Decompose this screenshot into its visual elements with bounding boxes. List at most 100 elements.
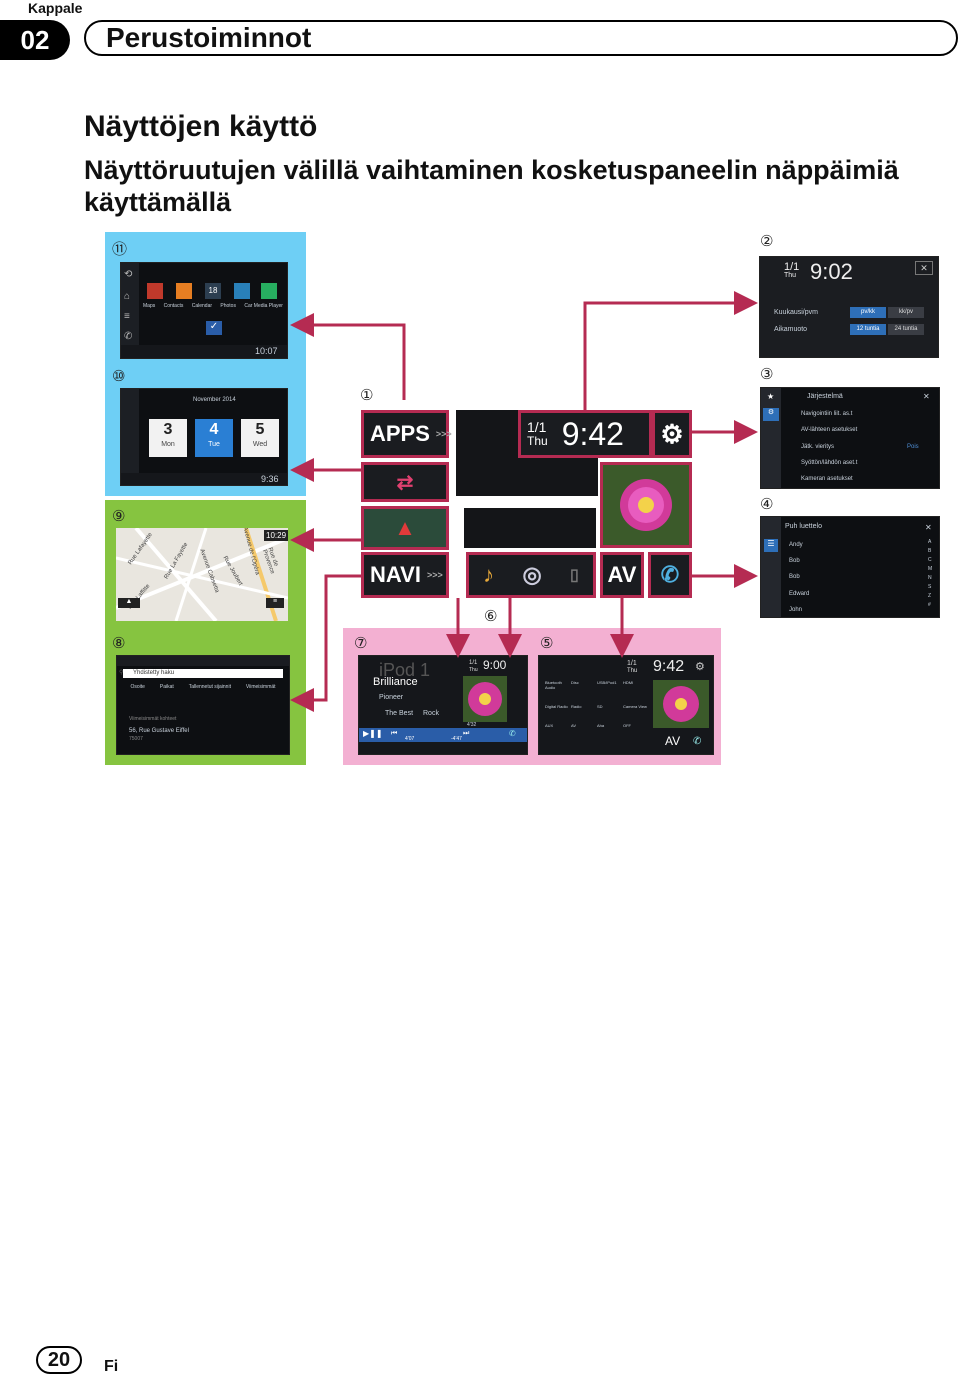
nav-menu-screen: Yhdistetty haku ⚲ Osoite Paikat Tallenne… (116, 655, 290, 755)
index-b[interactable]: B (928, 548, 932, 554)
index-a[interactable]: A (928, 539, 932, 545)
map-menu-button[interactable]: ≡ (266, 598, 284, 608)
gear-icon: ⚙ (660, 418, 684, 449)
index-m[interactable]: M (928, 566, 933, 572)
av-day: Thu (627, 668, 638, 674)
back-icon[interactable]: ⟲ (124, 269, 133, 280)
time-format-option-1[interactable]: 12 tuntia (850, 324, 886, 335)
close-icon[interactable]: ✕ (915, 261, 933, 275)
check-icon[interactable]: ✓ (206, 321, 222, 335)
index-z[interactable]: Z (928, 593, 932, 599)
play-pause-button[interactable]: ▶❚❚ (363, 729, 383, 738)
apps-key[interactable]: APPS>>> (361, 410, 452, 458)
elapsed-time: 4'07 (405, 736, 415, 742)
music-app-icon[interactable] (261, 283, 277, 299)
app-label-calendar: Calendar (191, 303, 213, 309)
calendar-day-2[interactable]: 4 Tue (195, 419, 233, 457)
contacts-tab-icon[interactable]: ☰ (764, 539, 778, 552)
calendar-day-1[interactable]: 3 Mon (149, 419, 187, 457)
phone-key[interactable]: ✆ (648, 552, 692, 598)
audio-date: 1/1 (469, 660, 478, 666)
contacts-app-icon[interactable] (176, 283, 192, 299)
date-format-option-1[interactable]: pv/kk (850, 307, 886, 318)
contact-2[interactable]: Bob (789, 558, 800, 564)
source-hdmi[interactable]: HDMI (623, 680, 634, 685)
hub-blank-area-2 (464, 508, 596, 548)
source-av[interactable]: AV (571, 723, 577, 728)
index-s[interactable]: S (928, 584, 932, 590)
index-c[interactable]: C (928, 557, 932, 563)
nav-item-places[interactable]: Paikat (159, 684, 174, 690)
source-usb[interactable]: USB/iPod1 (597, 680, 617, 685)
phone-icon[interactable]: ✆ (124, 331, 133, 342)
settings-close-icon[interactable]: ✕ (923, 392, 930, 401)
settings-item-3[interactable]: Jätk. vieritys (801, 444, 835, 450)
av-phone-icon[interactable]: ✆ (693, 736, 702, 747)
nav-item-recent[interactable]: Viimeisimmät (245, 684, 276, 690)
calendar-day-3[interactable]: 5 Wed (241, 419, 279, 457)
date-format-option-2[interactable]: kk/pv (888, 307, 924, 318)
index-n[interactable]: N (928, 575, 932, 581)
source-radio[interactable]: Radio (571, 704, 582, 709)
calendar-clock: 9:36 (261, 474, 279, 484)
clock-key[interactable]: 1/1 Thu 9:42 (518, 410, 652, 458)
av-key[interactable]: AV (600, 552, 644, 598)
settings-item-4[interactable]: Syöttön/lähdön aset.t (801, 460, 858, 466)
source-bluetooth[interactable]: Bluetooth Audio (545, 680, 562, 690)
contact-5[interactable]: John (789, 607, 803, 613)
track-title: Brilliance (373, 676, 418, 688)
phonebook-close-icon[interactable]: ✕ (925, 523, 932, 532)
nav-item-saved[interactable]: Tallennetut sijainnit (188, 684, 231, 690)
recent-address[interactable]: 56, Rue Gustave Eiffel (129, 728, 189, 734)
search-input[interactable]: Yhdistetty haku (123, 669, 283, 678)
app-mirror-key[interactable]: ⇄ (361, 462, 449, 502)
map-key[interactable]: ▲ (361, 506, 449, 550)
map-up-button[interactable]: ▲ (118, 598, 140, 608)
calendar-month: November 2014 (193, 397, 236, 403)
navi-key[interactable]: NAVI>>> (361, 552, 449, 598)
index-hash[interactable]: # (928, 602, 931, 608)
date-format-label: Kuukausi/pvm (774, 309, 818, 316)
av-date: 1/1 (627, 660, 637, 667)
clock-day: Thu (784, 272, 797, 279)
settings-item-1[interactable]: Navigointiin liit. as.t (801, 411, 853, 417)
star-icon[interactable]: ★ (767, 392, 775, 401)
photos-app-icon[interactable] (234, 283, 250, 299)
source-aha[interactable]: Aha (597, 723, 605, 728)
maps-app-icon[interactable] (147, 283, 163, 299)
av-sources-key[interactable]: ♪ ◎ ▯ (466, 552, 596, 598)
track-artist: Pioneer (379, 694, 404, 701)
contact-1[interactable]: Andy (789, 542, 803, 548)
source-camera[interactable]: Camera View (623, 704, 647, 709)
source-sd[interactable]: SD (597, 704, 603, 709)
av-gear-icon[interactable]: ⚙ (695, 661, 705, 673)
settings-item-2[interactable]: AV-lähteen asetukset (801, 427, 858, 433)
next-track-button[interactable]: ⏭ (463, 730, 470, 737)
nav-item-address[interactable]: Osoite (130, 684, 145, 690)
source-disc[interactable]: Disc (571, 680, 579, 685)
av-label[interactable]: AV (665, 734, 681, 748)
prev-track-button[interactable]: ⏮ (391, 730, 398, 737)
time-format-option-2[interactable]: 24 tuntia (888, 324, 924, 335)
calendar-app-icon[interactable]: 18 (205, 283, 221, 299)
menu-icon[interactable]: ≡ (124, 311, 130, 322)
clock-time: 9:02 (810, 259, 853, 284)
callout-1: ① (360, 386, 374, 404)
callout-6: ⑥ (484, 607, 498, 625)
av-photo (653, 680, 709, 728)
hub-time: 9:42 (561, 415, 624, 452)
contact-3[interactable]: Bob (789, 574, 800, 580)
source-aux[interactable]: AUX (545, 723, 554, 728)
source-digital-radio[interactable]: Digital Radio (545, 704, 568, 709)
source-off[interactable]: OFF (623, 723, 631, 728)
page-number: 20 (36, 1346, 82, 1374)
settings-tab-icon[interactable]: ⚙ (763, 408, 779, 421)
settings-item-5[interactable]: Kameran asetukset (801, 476, 853, 482)
audio-phone-icon[interactable]: ✆ (509, 729, 516, 738)
usb-icon: ▯ (570, 567, 579, 584)
home-icon[interactable]: ⌂ (124, 291, 131, 302)
settings-key[interactable]: ⚙ (652, 410, 692, 458)
hub-day: Thu (527, 434, 548, 448)
photo-key[interactable] (600, 462, 692, 548)
contact-4[interactable]: Edward (789, 591, 810, 597)
